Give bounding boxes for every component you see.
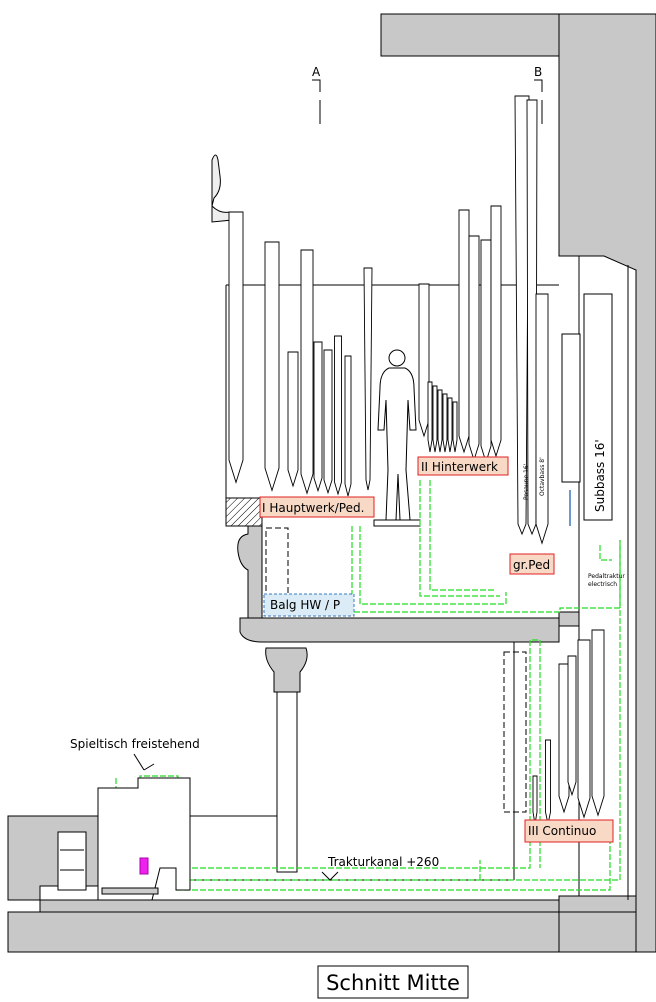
page-title: Schnitt Mitte: [326, 971, 460, 995]
pipe-gp-3: [535, 293, 549, 545]
pipe-iw-1: [418, 283, 430, 438]
pipe-iw-small-4: [442, 393, 448, 453]
label-subbass: Subbass 16': [593, 439, 607, 512]
dashed-elements: [265, 527, 527, 813]
pipe-cont-3: [558, 663, 570, 814]
pipe-hw-2: [264, 241, 280, 492]
organ-case: [211, 154, 559, 527]
label-hauptwerk: I Hauptwerk/Ped.: [262, 501, 364, 515]
label-traktur: Trakturkanal +260: [327, 855, 439, 869]
pipe-hw-8: [344, 355, 352, 497]
case-impost-left: [225, 497, 263, 527]
column-shaft: [276, 691, 298, 873]
pipe-hw-3: [287, 351, 299, 488]
pipe-cont-5: [591, 629, 605, 817]
pipe-gp-1: [514, 95, 530, 536]
pipe-hw-1: [228, 211, 244, 484]
pipe-cont-1: [532, 775, 538, 825]
pipe-cont-6: [567, 655, 577, 797]
label-grped-box: [509, 553, 555, 575]
column-capital: [265, 647, 308, 693]
console: [57, 777, 191, 901]
right-wall-inner: [558, 611, 580, 627]
label-continuo: III Continuo: [528, 824, 596, 838]
label-hinterwerk: II Hinterwerk: [421, 460, 498, 474]
section-markers: [133, 79, 543, 881]
pipe-cont-2: [545, 739, 551, 825]
top-block: [380, 13, 560, 57]
pipe-iw-5: [490, 205, 502, 458]
pipe-iw-small-1: [427, 381, 433, 453]
subbass-box: [561, 293, 613, 521]
label-balg: Balg HW / P: [270, 598, 340, 612]
walkboard: [373, 519, 421, 527]
pipe-hw-reed: [363, 267, 373, 491]
right-plinth: [558, 895, 637, 913]
pipe-cont-4: [577, 639, 591, 819]
label-pedaltraktur-2: electrisch: [588, 581, 617, 588]
organ-pipes: [228, 95, 605, 825]
pipe-gp-2: [526, 99, 538, 536]
pipe-hw-5: [313, 341, 323, 493]
label-continuo-box: [524, 819, 614, 843]
pipe-iw-small-3: [437, 389, 443, 453]
person-figure: [377, 349, 417, 521]
pipe-iw-3: [468, 235, 480, 462]
pipe-iw-4: [480, 239, 492, 464]
pipe-iw-small-5: [447, 397, 453, 453]
pipe-iw-small-6: [452, 401, 458, 453]
building-structure: [7, 13, 656, 953]
marker-a: A: [312, 65, 321, 79]
pipe-iw-2: [458, 209, 470, 454]
label-hinterwerk-box: [417, 456, 509, 476]
pipe-hw-6: [323, 349, 333, 495]
gallery-parapet: [237, 525, 263, 619]
floor-slab: [7, 911, 560, 953]
pipe-iw-small-2: [432, 385, 438, 453]
crest-ornament: [211, 154, 233, 223]
label-pedaltraktur-1: Pedaltraktur: [588, 573, 625, 580]
pipe-hw-7: [334, 335, 342, 496]
label-hauptwerk-box: [259, 496, 375, 518]
title-box: [317, 965, 469, 999]
label-small-b: Octavbass 8': [539, 457, 546, 496]
label-grped: gr.Ped: [513, 558, 550, 572]
label-spieltisch: Spieltisch freistehend: [70, 737, 200, 751]
label-small-a: Posaune 16': [523, 463, 530, 500]
gallery-slab: [239, 617, 560, 643]
balg-box: [263, 593, 355, 617]
pipe-hw-4: [300, 249, 314, 495]
right-wall: [558, 13, 656, 953]
marker-b: B: [534, 65, 542, 79]
